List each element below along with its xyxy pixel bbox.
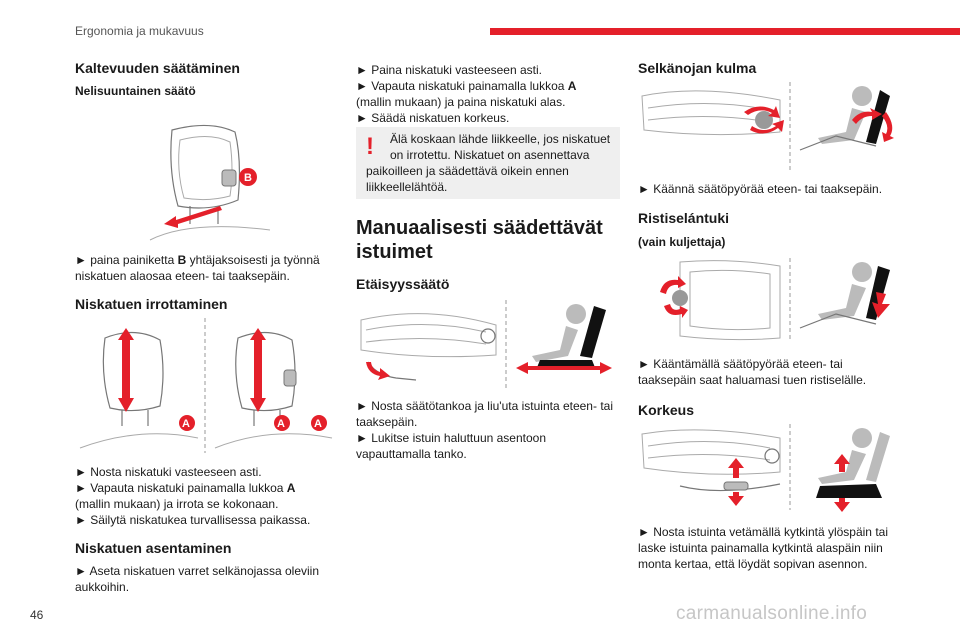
- seat-distance-illustration: [360, 300, 612, 388]
- heading-driver-only: (vain kuljettaja): [638, 235, 726, 249]
- text-lumbar-1: ► Kääntämällä säätöpyörää eteen- tai: [638, 357, 843, 371]
- heading-tilt: Kaltevuuden säätäminen: [75, 60, 240, 76]
- text-install-2: aukkoihin.: [75, 580, 130, 594]
- backrest-angle-illustration: [641, 82, 894, 170]
- watermark: carmanualsonline.info: [676, 603, 868, 624]
- heading-remove: Niskatuen irrottaminen: [75, 296, 228, 312]
- warning-line-1: Älä koskaan lähde liikkeelle, jos niskat…: [390, 132, 611, 146]
- text-col2-1: ► Paina niskatuki vasteeseen asti.: [356, 63, 542, 77]
- warning-icon: !: [366, 133, 374, 160]
- label-a-3: A: [314, 418, 322, 430]
- text-distance-3: ► Lukitse istuin haluttuun asentoon: [356, 431, 547, 445]
- text-remove-3: (mallin mukaan) ja irrota se kokonaan.: [75, 497, 279, 511]
- text-col2-4: ► Säädä niskatuen korkeus.: [356, 111, 510, 125]
- warning-line-4: liikkeellelähtöä.: [366, 180, 448, 194]
- heading-lumbar: Ristiselántuki: [638, 210, 730, 226]
- text-distance-4: vapauttamalla tanko.: [356, 447, 467, 461]
- warning-line-3: paikoilleen ja säädettävä oikein ennen: [366, 164, 569, 178]
- text-tilt-instruction-1: ► paina painiketta B yhtäjaksoisesti ja …: [75, 253, 320, 267]
- page-number: 46: [30, 608, 44, 622]
- text-distance-1: ► Nosta säätötankoa ja liu'uta istuinta …: [356, 399, 613, 413]
- heading-manual-seats-1: Manuaalisesti säädettävät: [356, 217, 603, 239]
- seat-height-illustration: [641, 424, 890, 512]
- text-height-1: ► Nosta istuinta vetämällä kytkintä ylös…: [638, 525, 888, 539]
- text-height-2: laske istuinta painamalla kytkintä alasp…: [638, 541, 883, 555]
- heading-four-way: Nelisuuntainen säätö: [75, 84, 196, 98]
- text-col2-3: (mallin mukaan) ja paina niskatuki alas.: [356, 95, 566, 109]
- headrest-removal-illustration: A A A: [79, 318, 333, 453]
- heading-manual-seats-2: istuimet: [356, 241, 433, 263]
- text-backrest: ► Käännä säätöpyörää eteen- tai taaksepä…: [638, 182, 883, 196]
- heading-height: Korkeus: [638, 402, 695, 418]
- text-install-1: ► Aseta niskatuen varret selkänojassa ol…: [75, 564, 320, 578]
- label-a-2: A: [277, 418, 285, 430]
- lumbar-support-illustration: [660, 258, 890, 341]
- text-distance-2: taaksepäin.: [356, 415, 418, 429]
- warning-line-2: on irrotettu. Niskatuet on asennettava: [390, 148, 590, 162]
- header-accent-bar: [490, 28, 960, 35]
- text-remove-4: ► Säilytä niskatukea turvallisessa paika…: [75, 513, 311, 527]
- heading-backrest: Selkänojan kulma: [638, 60, 757, 76]
- text-remove-1: ► Nosta niskatuki vasteeseen asti.: [75, 465, 262, 479]
- text-lumbar-2: taaksepäin saat haluamasi tuen ristiselä…: [638, 373, 867, 387]
- text-tilt-instruction-2: niskatuen alaosaa eteen- tai taaksepäin.: [75, 269, 290, 283]
- headrest-tilt-illustration: B: [149, 124, 271, 241]
- heading-distance: Etäisyyssäätö: [356, 276, 450, 292]
- section-title: Ergonomia ja mukavuus: [75, 24, 204, 38]
- text-remove-2: ► Vapauta niskatuki painamalla lukkoa A: [75, 481, 296, 495]
- warning-box: ! Älä koskaan lähde liikkeelle, jos nisk…: [356, 127, 620, 199]
- label-a-1: A: [182, 418, 190, 430]
- heading-install: Niskatuen asentaminen: [75, 540, 232, 556]
- text-height-3: monta kertaa, että löydät sopivan asenno…: [638, 557, 868, 571]
- text-col2-2: ► Vapauta niskatuki painamalla lukkoa A: [356, 79, 577, 93]
- label-b: B: [244, 172, 252, 184]
